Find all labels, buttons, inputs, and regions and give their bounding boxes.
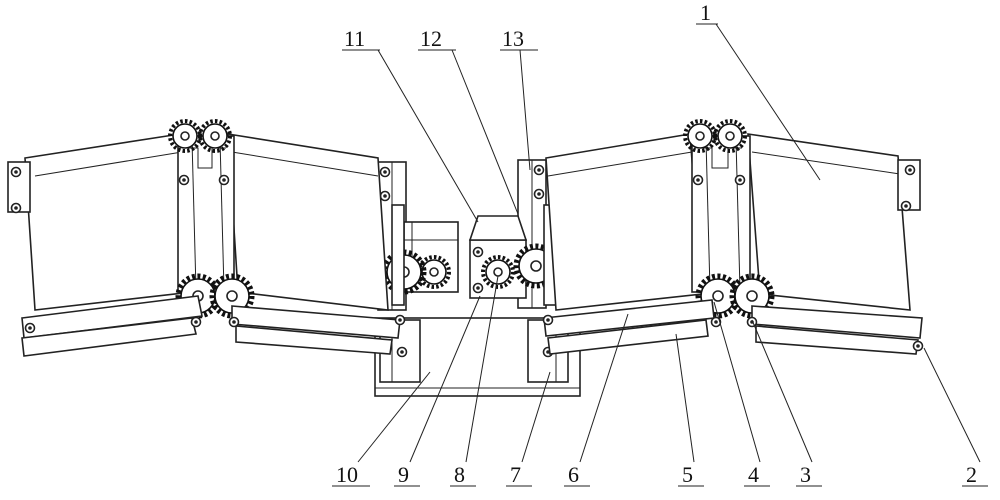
callout-5: 5 <box>682 462 693 487</box>
right-inner-panel <box>546 134 702 310</box>
callout-6: 6 <box>568 462 579 487</box>
callout-1: 1 <box>700 0 711 25</box>
callout-7: 7 <box>510 462 521 487</box>
callout-2: 2 <box>966 462 977 487</box>
callout-3: 3 <box>800 462 811 487</box>
left-outer-panel <box>25 134 192 310</box>
callout-4: 4 <box>748 462 759 487</box>
callout-10: 10 <box>336 462 358 487</box>
left-panel-assembly <box>8 121 405 356</box>
callout-8: 8 <box>454 462 465 487</box>
left-top-gear-a <box>170 121 200 151</box>
right-panel-assembly <box>544 121 923 354</box>
right-outer-panel <box>748 134 910 310</box>
right-top-gear-a <box>685 121 715 151</box>
left-inner-panel <box>228 134 388 310</box>
left-top-gear-b <box>200 121 230 151</box>
left-drive-shaft <box>392 205 404 305</box>
callout-9: 9 <box>398 462 409 487</box>
right-top-gear-b <box>715 121 745 151</box>
callout-11: 11 <box>344 26 365 51</box>
callout-12: 12 <box>420 26 442 51</box>
callout-13: 13 <box>502 26 524 51</box>
